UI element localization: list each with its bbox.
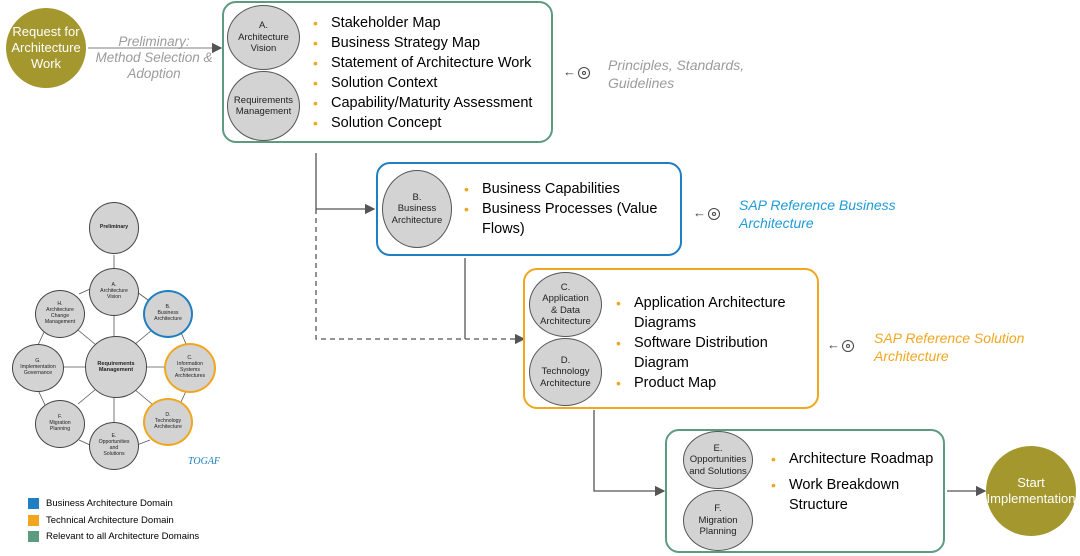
deliverable-item: Architecture Roadmap [771,449,941,469]
legend-technical-domain: Technical Architecture Domain [28,515,174,526]
requirements-management-circle: Requirements Management [227,71,300,141]
togaf-phase-g-node: G. Implementation Governance [12,344,64,392]
togaf-phase-f-node: F. Migration Planning [35,400,85,448]
legend-all-domains: Relevant to all Architecture Domains [28,531,199,542]
togaf-phase-h-node: H. Architecture Change Management [35,290,85,338]
deliverable-item: Software Distribution Diagram [616,333,812,373]
reference-connector-icon: ← [563,64,590,79]
request-for-architecture-work-node: Request for Architecture Work [6,8,86,88]
sap-reference-business-architecture: SAP Reference Business Architecture [739,197,896,231]
togaf-requirements-management-node: Requirements Management [85,336,147,398]
reference-connector-icon: ← [827,337,854,352]
legend-swatch [28,515,39,526]
deliverable-item: Work Breakdown Structure [771,475,941,515]
technology-architecture-circle: D. Technology Architecture [529,338,602,406]
a-to-cd-dashed-arrow [315,209,526,345]
start-implementation-node: Start Implementation [986,446,1076,536]
sap-reference-solution-architecture: SAP Reference Solution Architecture [874,330,1025,364]
request-for-architecture-work-label: Request for Architecture Work [11,23,81,72]
deliverable-item: Solution Concept [313,113,553,133]
opportunities-solutions-circle: E. Opportunities and Solutions [683,431,753,489]
principles-reference: Principles, Standards, Guidelines [608,57,745,91]
architecture-vision-circle: A. Architecture Vision [227,5,300,70]
togaf-preliminary-node: Preliminary [89,202,139,254]
togaf-phase-b-node: B. Business Architecture [143,290,193,338]
migration-planning-circle: F. Migration Planning [683,490,753,551]
deliverable-item: Business Capabilities [464,179,678,199]
business-architecture-circle: B. Business Architecture [382,170,452,248]
phase-cd-deliverables: Application Architecture Diagrams Softwa… [616,293,812,393]
phase-b-deliverables: Business Capabilities Business Processes… [464,179,678,239]
deliverable-item: Solution Context [313,73,553,93]
togaf-phase-c-node: C. Information Systems Architectures [164,343,216,393]
deliverable-item: Application Architecture Diagrams [616,293,812,333]
legend-business-domain: Business Architecture Domain [28,498,173,509]
togaf-logo: TOGAF [188,456,221,467]
application-data-architecture-circle: C. Application & Data Architecture [529,272,602,337]
reference-connector-icon: ← [693,205,720,220]
deliverable-item: Stakeholder Map [313,13,553,33]
deliverable-item: Product Map [616,373,812,393]
legend-swatch [28,498,39,509]
deliverable-item: Capability/Maturity Assessment [313,93,553,113]
deliverable-item: Business Processes (Value Flows) [464,199,678,239]
deliverable-item: Business Strategy Map [313,33,553,53]
legend-swatch [28,531,39,542]
togaf-phase-e-node: E. Opportunities and Solutions [89,422,139,470]
preliminary-label: Preliminary: Method Selection & Adoption [95,34,213,81]
phase-a-deliverables: Stakeholder Map Business Strategy Map St… [313,13,553,133]
deliverable-item: Statement of Architecture Work [313,53,553,73]
cd-to-ef-arrow [593,410,666,497]
togaf-phase-d-node: D. Technology Architecture [143,398,193,446]
a-to-b-arrow [315,153,376,215]
phase-ef-deliverables: Architecture Roadmap Work Breakdown Stru… [771,449,941,515]
start-implementation-label: Start Implementation [986,474,1076,506]
togaf-phase-a-node: A. Architecture Vision [89,268,139,316]
